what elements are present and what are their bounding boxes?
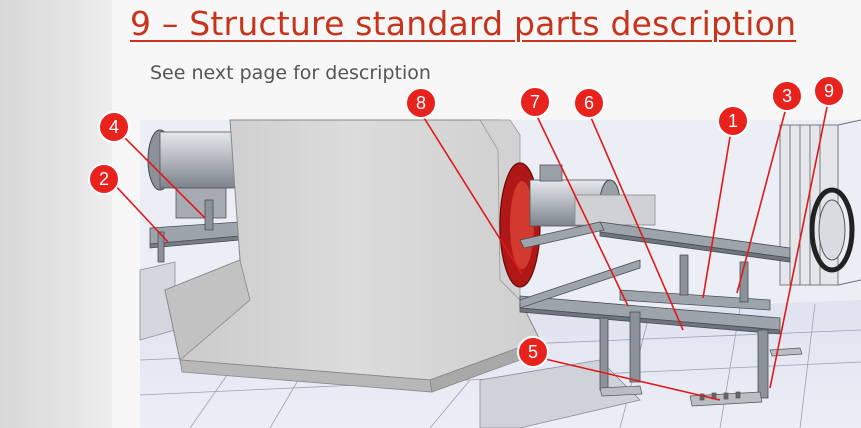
callout-5: 5 [517, 336, 549, 368]
svg-text:6: 6 [584, 93, 594, 113]
leader-line-9 [769, 101, 829, 389]
leader-line-5 [544, 358, 721, 401]
callout-1: 1 [717, 105, 749, 137]
leader-line-8 [420, 112, 523, 275]
callout-4: 4 [98, 111, 130, 143]
leader-line-7 [534, 111, 629, 307]
leader-lines [111, 101, 829, 401]
svg-text:8: 8 [416, 93, 426, 113]
left-motor-assembly [147, 129, 239, 219]
svg-text:3: 3 [782, 86, 792, 106]
left-frame-beams [149, 199, 241, 263]
svg-text:4: 4 [109, 117, 119, 137]
leader-line-4 [124, 137, 206, 219]
svg-text:1: 1 [728, 111, 738, 131]
callout-2: 2 [88, 163, 120, 195]
svg-text:2: 2 [99, 169, 109, 189]
leader-line-2 [111, 181, 169, 243]
callout-8: 8 [405, 87, 437, 119]
leader-line-1 [702, 130, 732, 299]
svg-text:9: 9 [824, 81, 834, 101]
support-beams [519, 221, 791, 399]
svg-text:5: 5 [528, 342, 538, 362]
base-plates [599, 347, 803, 407]
callout-6: 6 [573, 87, 605, 119]
leader-line-6 [588, 112, 684, 331]
svg-text:7: 7 [530, 92, 540, 112]
leader-line-3 [736, 107, 787, 294]
callout-9: 9 [813, 75, 845, 107]
callout-badges: 4 2 8 7 6 1 3 9 [88, 75, 845, 368]
slide-left-margin [0, 0, 112, 428]
callout-3: 3 [771, 80, 803, 112]
callout-7: 7 [519, 86, 551, 118]
right-ring [809, 187, 855, 273]
slide-subtitle: See next page for description [150, 62, 431, 84]
slide-title: 9 – Structure standard parts description [130, 4, 797, 43]
cad-drawing [139, 119, 861, 428]
